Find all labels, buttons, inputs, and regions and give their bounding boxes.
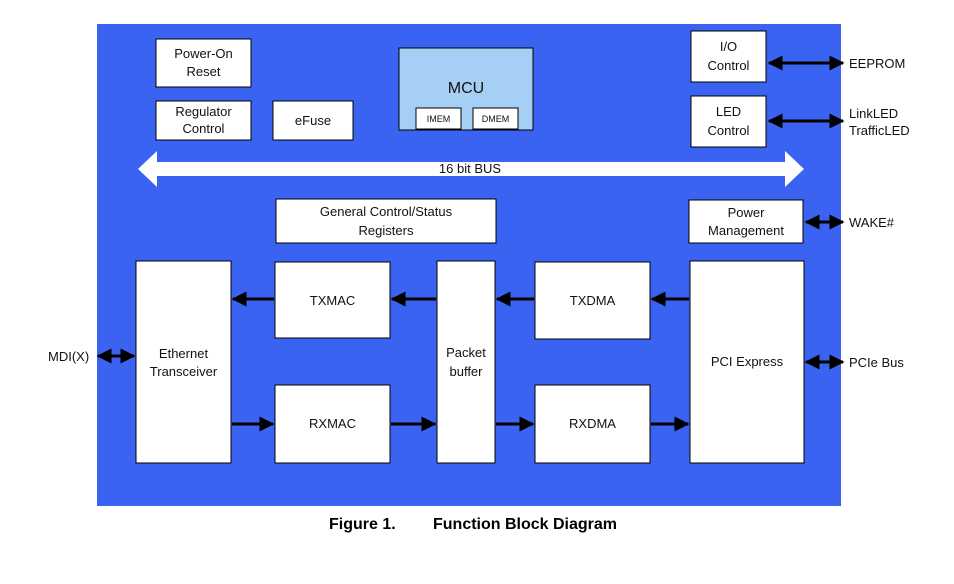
- ethernet-transceiver-block: Ethernet Transceiver: [135, 260, 232, 464]
- svg-text:Transceiver: Transceiver: [150, 364, 218, 379]
- bus-label: 16 bit BUS: [439, 161, 501, 176]
- label-pcie-bus: PCIe Bus: [849, 355, 904, 370]
- mcu-block: MCU IMEM DMEM: [398, 47, 534, 131]
- svg-text:IMEM: IMEM: [427, 114, 451, 124]
- general-control-registers-block: General Control/Status Registers: [275, 198, 497, 244]
- power-management-block: Power Management: [688, 199, 804, 244]
- label-eeprom: EEPROM: [849, 56, 905, 71]
- imem-block: [415, 107, 462, 130]
- rxmac-block: RXMAC: [274, 384, 391, 464]
- label-wake: WAKE#: [849, 215, 895, 230]
- txmac-block: TXMAC: [274, 261, 391, 339]
- txdma-block: TXDMA: [534, 261, 651, 340]
- svg-text:Packet: Packet: [446, 345, 486, 360]
- svg-text:PCI Express: PCI Express: [711, 354, 784, 369]
- svg-text:Control: Control: [183, 121, 225, 136]
- led-control-block: LED Control: [690, 95, 767, 148]
- svg-text:Control: Control: [708, 58, 750, 73]
- svg-text:Registers: Registers: [359, 223, 414, 238]
- svg-text:TXDMA: TXDMA: [570, 293, 616, 308]
- svg-text:Reset: Reset: [187, 64, 221, 79]
- svg-text:buffer: buffer: [449, 364, 483, 379]
- svg-text:General Control/Status: General Control/Status: [320, 204, 453, 219]
- label-trafficled: TrafficLED: [849, 123, 910, 138]
- figure-number: Figure 1.: [329, 516, 396, 533]
- svg-text:Regulator: Regulator: [175, 104, 232, 119]
- io-control-block: I/O Control: [690, 30, 767, 83]
- label-linkled: LinkLED: [849, 106, 898, 121]
- figure-title: Function Block Diagram: [433, 516, 617, 533]
- svg-text:eFuse: eFuse: [295, 113, 331, 128]
- svg-text:Power: Power: [728, 205, 766, 220]
- svg-text:RXDMA: RXDMA: [569, 416, 616, 431]
- regulator-control-block: Regulator Control: [155, 100, 252, 141]
- dmem-block: [472, 107, 519, 130]
- svg-text:DMEM: DMEM: [482, 114, 510, 124]
- label-mdi: MDI(X): [48, 349, 89, 364]
- svg-text:MCU: MCU: [448, 80, 484, 97]
- svg-text:TXMAC: TXMAC: [310, 293, 356, 308]
- power-on-reset-block: Power-On Reset: [155, 38, 252, 88]
- packet-buffer-block: Packet buffer: [436, 260, 496, 464]
- pci-express-block: PCI Express: [689, 260, 805, 464]
- svg-text:Power-On: Power-On: [174, 46, 233, 61]
- svg-text:RXMAC: RXMAC: [309, 416, 356, 431]
- svg-text:I/O: I/O: [720, 39, 737, 54]
- rxdma-block: RXDMA: [534, 384, 651, 464]
- svg-text:Ethernet: Ethernet: [159, 346, 209, 361]
- efuse-block: eFuse: [272, 100, 354, 141]
- svg-text:LED: LED: [716, 104, 741, 119]
- svg-text:Control: Control: [708, 123, 750, 138]
- svg-text:Management: Management: [708, 223, 784, 238]
- bus-16bit: [138, 151, 804, 187]
